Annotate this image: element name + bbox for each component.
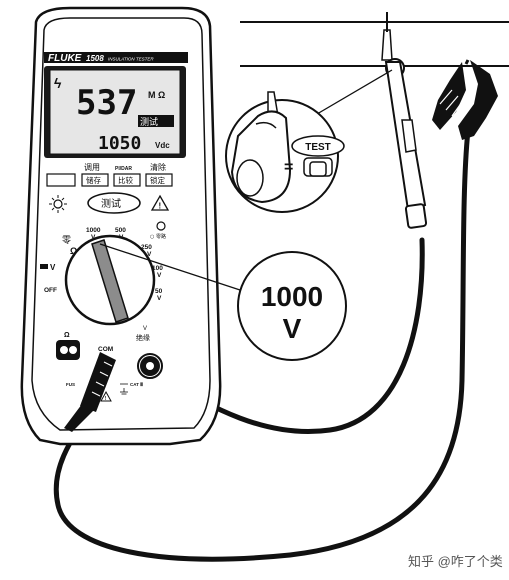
svg-text:!: ! (159, 202, 162, 211)
com-plug (64, 352, 116, 432)
blank-key[interactable] (46, 173, 76, 187)
lightning-icon: ϟ (54, 75, 62, 91)
range-value: 1000 (261, 281, 323, 312)
key-label-pidar: PI/DAR (115, 166, 132, 172)
terminal-warning-icon: ! (100, 390, 112, 402)
probe-test-button-icon (303, 157, 333, 177)
ground-icon (120, 388, 128, 395)
dial-pos-100-unit: V (157, 272, 162, 279)
store-key-label: 储存 (86, 175, 101, 185)
terminal-com-label: COM (98, 346, 113, 353)
probe-test-label: TEST (305, 142, 331, 153)
sun-icon[interactable] (49, 195, 67, 213)
sub-unit: Vdc (155, 141, 170, 150)
terminal-panel: Ω COM V 绝缘 CAT Ⅲ FUS ! (56, 326, 160, 402)
lcd-display: ϟ 537 M Ω 测试 1050 Vdc (44, 66, 186, 158)
dial-zero-label: 零 (62, 235, 71, 246)
brand-strip: FLUKE 1508 INSULATION TESTER (44, 52, 188, 64)
range-callout-connector (99, 243, 241, 291)
test-button[interactable] (87, 192, 141, 214)
model-subtitle: INSULATION TESTER (108, 57, 154, 62)
watermark: 知乎 @咋了个类 (408, 554, 503, 569)
dial-pos-250-unit: V (147, 251, 152, 258)
dial-pos-50-unit: V (157, 295, 162, 302)
terminal-insulation-label: 绝缘 (136, 333, 150, 342)
key-label-recall: 调用 (84, 163, 100, 172)
dial-pointer (91, 239, 129, 323)
dial-off-label: OFF (44, 287, 57, 294)
test-probe (381, 12, 428, 229)
test-button-label: 测试 (101, 197, 121, 210)
alligator-clip (432, 59, 498, 140)
brand-logo: FLUKE (48, 53, 82, 64)
zoom-callout: = TEST (225, 91, 345, 213)
rotary-dial: 零 Ω 1000 V 500 V 250 V 100 V 50 V V OFF (40, 227, 163, 326)
zero-button[interactable] (156, 221, 166, 231)
dial-pos-100: 100 (152, 265, 163, 272)
circuit-wires (240, 21, 509, 67)
dial-pos-1000-unit: V (91, 234, 96, 241)
sub-reading: 1050 (98, 133, 141, 154)
main-unit: M Ω (148, 90, 165, 100)
main-reading: 537 (76, 83, 137, 123)
store-key[interactable] (81, 173, 109, 187)
function-keys: 调用 PI/DAR 清除 储存 比较 锁定 测试 ! ○ 零路 (46, 162, 173, 240)
dial-pos-1000: 1000 (86, 227, 101, 234)
dial-pos-250: 250 (141, 244, 152, 251)
model-number: 1508 (86, 54, 104, 63)
key-label-clear: 清除 (150, 162, 166, 172)
dial-pos-50: 50 (155, 288, 163, 295)
terminal-ohm-label: Ω (64, 332, 70, 339)
terminal-v-label: V (143, 326, 147, 332)
range-callout: 1000 V (237, 251, 347, 361)
compare-key-label: 比较 (118, 175, 133, 185)
dial-pos-500: 500 (115, 227, 126, 234)
dial-volt-label: V (50, 263, 56, 272)
fuse-label: FUS (66, 382, 75, 387)
svg-text:!: ! (105, 396, 107, 402)
equals-sign: = (284, 159, 293, 176)
lock-key[interactable] (145, 173, 173, 187)
v-plug (137, 353, 163, 379)
test-label-pill (291, 135, 345, 157)
category-label: CAT Ⅲ (130, 381, 144, 387)
dial-ohm-label: Ω (70, 246, 77, 256)
lock-key-label: 锁定 (150, 175, 165, 185)
compare-key[interactable] (113, 173, 141, 187)
zero-label: ○ 零路 (150, 233, 166, 240)
warning-triangle-icon: ! (150, 194, 170, 211)
range-unit: V (283, 313, 302, 344)
test-badge: 测试 (140, 116, 158, 128)
